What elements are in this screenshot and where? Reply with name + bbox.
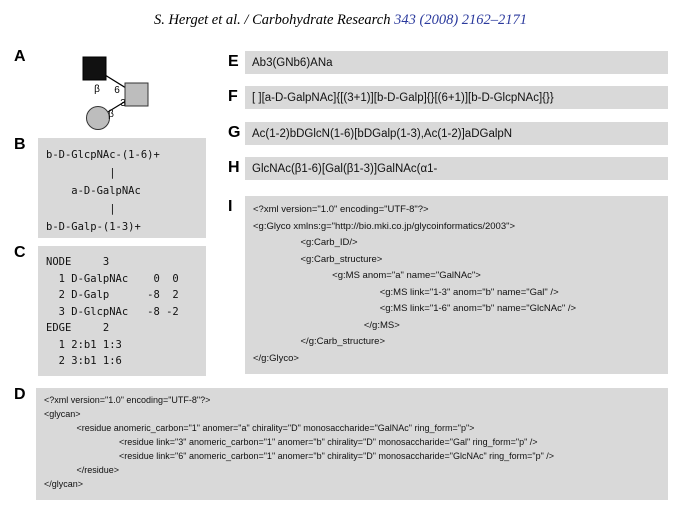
beta3-anomer-label: β [108, 109, 114, 120]
running-head-authors: S. Herget et al. / Carbohydrate Research [153, 12, 395, 28]
panel-h-notation-text: GlcNAc(β1-6)[Gal(β1-3)]GalNAc(α1- [252, 162, 438, 175]
panel-d-label: D [14, 386, 26, 403]
panel-f-label: F [228, 88, 238, 105]
gray-circle-node [86, 106, 110, 130]
panel-a-label: A [14, 48, 26, 65]
panel-g-box: Ac(1-2)bDGlcN(1-6)[bDGalp(1-3),Ac(1-2)]a… [245, 122, 668, 145]
panel-i-label: I [228, 198, 233, 215]
glycan-symbol-diagram: β 6 β 3 [82, 56, 149, 130]
beta6-anomer-label: β [94, 84, 100, 95]
panel-g-notation-text: Ac(1-2)bDGlcN(1-6)[bDGalp(1-3),Ac(1-2)]a… [252, 127, 513, 140]
panel-b-notation-text: b-D-GlcpNAc-(1-6)+ | a-D-GalpNAc | b-D-G… [46, 149, 160, 233]
panel-d-box: <?xml version="1.0" encoding="UTF-8"?> <… [36, 388, 668, 500]
panel-h-box: GlcNAc(β1-6)[Gal(β1-3)]GalNAc(α1- [245, 157, 668, 180]
panel-h-label: H [228, 159, 240, 176]
panel-c-notation-text: NODE 3 1 D-GalpNAc 0 0 2 D-Galp -8 2 3 D… [46, 256, 179, 367]
panel-i-box: <?xml version="1.0" encoding="UTF-8"?> <… [245, 196, 668, 374]
panel-e-label: E [228, 53, 239, 70]
panel-b-box: b-D-GlcpNAc-(1-6)+ | a-D-GalpNAc | b-D-G… [38, 138, 206, 238]
panel-e-box: Ab3(GNb6)ANa [245, 51, 668, 74]
running-head: S. Herget et al. / Carbohydrate Research… [0, 12, 681, 29]
panel-d-xml-text: <?xml version="1.0" encoding="UTF-8"?> <… [44, 395, 555, 489]
panel-i-xml-text: <?xml version="1.0" encoding="UTF-8"?> <… [253, 204, 577, 364]
panel-f-box: [ ][a-D-GalpNAc]{[(3+1)][b-D-Galp]{}[(6+… [245, 86, 668, 109]
panel-g-label: G [228, 124, 241, 141]
panel-e-notation-text: Ab3(GNb6)ANa [252, 56, 333, 69]
beta3-position-label: 3 [120, 98, 126, 109]
running-head-volume-link[interactable]: 343 (2008) 2162–2171 [394, 12, 528, 28]
panel-f-notation-text: [ ][a-D-GalpNAc]{[(3+1)][b-D-Galp]{}[(6+… [252, 91, 554, 104]
panel-c-label: C [14, 244, 26, 261]
black-square-node [82, 56, 107, 81]
panel-c-box: NODE 3 1 D-GalpNAc 0 0 2 D-Galp -8 2 3 D… [38, 246, 206, 376]
beta6-position-label: 6 [114, 85, 120, 96]
gray-square-node [124, 82, 149, 107]
panel-b-label: B [14, 136, 26, 153]
